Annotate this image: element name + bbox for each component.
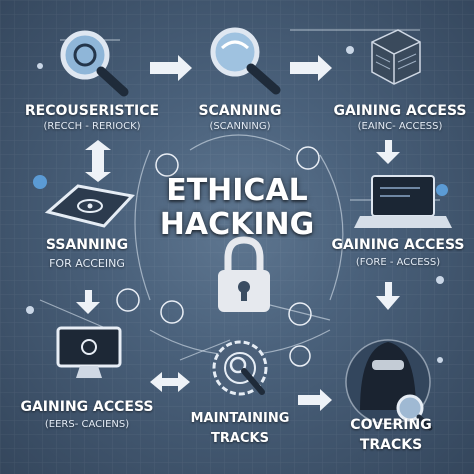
- node-1-sublabel: (RECCH - RERIOCK): [43, 121, 141, 132]
- shield-icon: [212, 340, 268, 396]
- badge-icons: [116, 146, 320, 367]
- flow-arrows: [76, 55, 400, 411]
- node-2-sublabel: (SCANNING): [209, 121, 271, 132]
- node-4-label: SSANNING: [45, 237, 129, 253]
- hooded-hacker-icon: [345, 339, 433, 431]
- node-5-label: GAINING ACCESS: [331, 237, 465, 253]
- center-title-line-2: HACKING: [159, 207, 315, 242]
- node-8-sublabel: TRACKS: [359, 437, 423, 453]
- node-3-sublabel: (EAINC- ACCESS): [357, 121, 443, 132]
- node-5-sublabel: (FORE - ACCESS): [355, 257, 441, 268]
- node-1-label: RECOUSERISTICE: [24, 103, 160, 119]
- magnifier-icon: [210, 27, 281, 95]
- node-4-sublabel: FOR ACCEING: [49, 257, 125, 270]
- arrow-down-icon: [376, 140, 400, 164]
- node-7-label: MAINTAINING: [190, 411, 290, 426]
- magnifier-icon: [60, 30, 129, 97]
- padlock-icon: [218, 236, 270, 312]
- node-2-label: SCANNING: [198, 103, 282, 119]
- arrow-up-icon: [85, 140, 111, 162]
- node-8-label: COVERING: [350, 417, 432, 433]
- card-panel-icon: [44, 184, 135, 228]
- node-3-label: GAINING ACCESS: [333, 103, 467, 119]
- connector-dots: [26, 46, 448, 363]
- monitor-icon: [56, 326, 122, 378]
- arrow-right-icon: [290, 55, 332, 81]
- node-6-label: GAINING ACCESS: [20, 399, 154, 415]
- arrow-down-icon: [376, 282, 400, 310]
- laptop-icon: [354, 175, 452, 228]
- server-cube-icon: [371, 29, 421, 85]
- arrow-down-icon: [85, 162, 111, 182]
- center-title-line-1: ETHICAL: [166, 173, 308, 208]
- arrow-down-icon: [76, 290, 100, 314]
- arrow-both-icon: [150, 372, 190, 392]
- arrow-right-icon: [150, 55, 192, 81]
- node-6-sublabel: (EERS- CACIENS): [44, 419, 130, 430]
- node-7-sublabel: TRACKS: [211, 431, 269, 446]
- arrow-right-icon: [298, 389, 332, 411]
